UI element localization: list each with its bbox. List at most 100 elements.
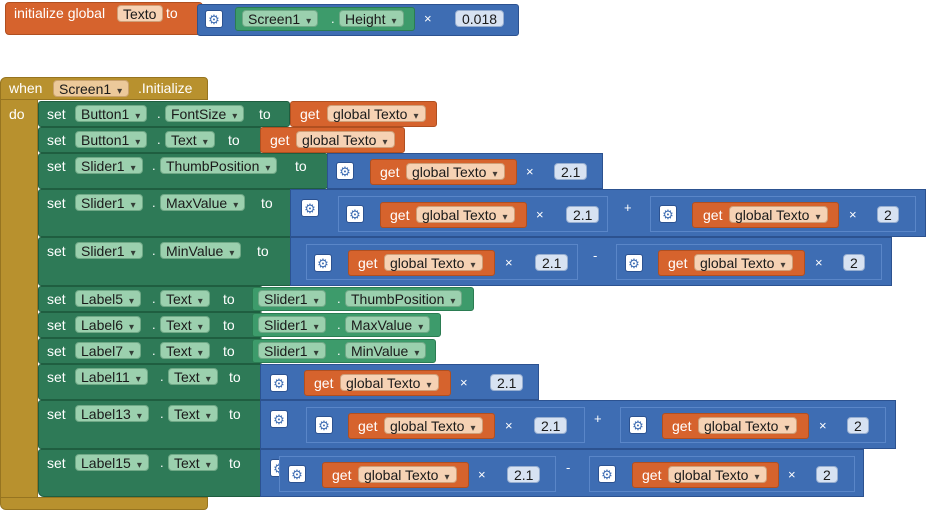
property-dropdown[interactable]: Text — [160, 290, 210, 307]
component-dropdown[interactable]: Slider1 — [75, 157, 143, 174]
property-dropdown[interactable]: Text — [168, 454, 218, 471]
src-property-dropdown[interactable]: MinValue — [345, 342, 427, 359]
component-dropdown[interactable]: Slider1 — [75, 194, 143, 211]
src-component-dropdown[interactable]: Slider1 — [258, 316, 326, 333]
get-label: get — [358, 418, 378, 434]
number-field[interactable]: 2.1 — [490, 374, 524, 391]
src-component-dropdown[interactable]: Slider1 — [258, 290, 326, 307]
get-label: get — [668, 255, 688, 271]
src-property-dropdown[interactable]: ThumbPosition — [345, 290, 463, 307]
gear-icon[interactable]: ⚙ — [205, 10, 223, 28]
to-label: to — [259, 106, 271, 122]
property-dot: . — [160, 369, 164, 384]
component-dropdown[interactable]: Label13 — [75, 405, 149, 422]
component-dropdown[interactable]: Label6 — [75, 316, 142, 333]
gear-icon[interactable]: ⚙ — [336, 162, 354, 180]
variable-dropdown[interactable]: global Texto — [668, 466, 767, 483]
set-label: set — [47, 132, 66, 148]
number-field[interactable]: 0.018 — [455, 10, 505, 27]
global-var-name-field[interactable]: Texto — [117, 5, 164, 22]
gear-icon[interactable]: ⚙ — [629, 416, 647, 434]
number-field[interactable]: 2.1 — [507, 466, 541, 483]
variable-dropdown[interactable]: global Texto — [698, 417, 797, 434]
multiply-operator: × — [819, 418, 827, 433]
multiply-operator: × — [505, 255, 513, 270]
event-when-label: when — [9, 80, 43, 96]
event-component-dropdown[interactable]: Screen1 — [53, 80, 130, 97]
property-dot: . — [160, 455, 164, 470]
gear-icon[interactable]: ⚙ — [314, 254, 332, 272]
property-dot: . — [337, 291, 341, 306]
number-field[interactable]: 2.1 — [535, 254, 569, 271]
variable-dropdown[interactable]: global Texto — [416, 206, 515, 223]
multiply-operator: × — [478, 467, 486, 482]
gear-icon[interactable]: ⚙ — [270, 374, 288, 392]
property-dropdown[interactable]: MaxValue — [160, 194, 246, 211]
number-field[interactable]: 2 — [843, 254, 865, 271]
event-name-label: .Initialize — [138, 80, 193, 96]
component-dropdown[interactable]: Label5 — [75, 290, 142, 307]
add-operator: + — [594, 411, 602, 426]
number-field[interactable]: 2.1 — [534, 417, 568, 434]
number-field[interactable]: 2 — [847, 417, 869, 434]
get-label: get — [390, 207, 410, 223]
multiply-operator: × — [424, 11, 432, 26]
property-dot: . — [152, 291, 156, 306]
global-init-block[interactable] — [5, 2, 203, 35]
gear-icon[interactable]: ⚙ — [270, 410, 288, 428]
subtract-operator: - — [566, 460, 571, 475]
to-label: to — [223, 291, 235, 307]
property-dropdown[interactable]: Text — [165, 131, 215, 148]
variable-dropdown[interactable]: global Texto — [384, 417, 483, 434]
gear-icon[interactable]: ⚙ — [598, 465, 616, 483]
variable-dropdown[interactable]: global Texto — [327, 105, 426, 122]
property-dropdown[interactable]: FontSize — [165, 105, 245, 122]
component-dropdown[interactable]: Button1 — [75, 131, 148, 148]
property-dropdown[interactable]: Text — [160, 316, 210, 333]
get-label: get — [270, 132, 290, 148]
number-field[interactable]: 2.1 — [566, 206, 600, 223]
property-dropdown[interactable]: Text — [168, 368, 218, 385]
gear-icon[interactable]: ⚙ — [301, 199, 319, 217]
component-dropdown[interactable]: Screen1 — [242, 10, 319, 27]
number-field[interactable]: 2.1 — [554, 163, 588, 180]
get-label: get — [300, 106, 320, 122]
variable-dropdown[interactable]: global Texto — [729, 206, 828, 223]
number-field[interactable]: 2 — [816, 466, 838, 483]
component-dropdown[interactable]: Button1 — [75, 105, 148, 122]
src-component-dropdown[interactable]: Slider1 — [258, 342, 326, 359]
multiply-operator: × — [526, 164, 534, 179]
variable-dropdown[interactable]: global Texto — [694, 254, 793, 271]
property-dropdown[interactable]: ThumbPosition — [160, 157, 278, 174]
gear-icon[interactable]: ⚙ — [315, 416, 333, 434]
add-operator: + — [624, 200, 632, 215]
component-dropdown[interactable]: Label11 — [75, 368, 148, 385]
variable-dropdown[interactable]: global Texto — [384, 254, 483, 271]
variable-dropdown[interactable]: global Texto — [340, 374, 439, 391]
component-dropdown[interactable]: Slider1 — [75, 242, 143, 259]
to-label: to — [229, 369, 241, 385]
global-init-to: to — [166, 5, 178, 21]
multiply-operator: × — [788, 467, 796, 482]
property-dropdown[interactable]: Text — [168, 405, 218, 422]
property-dropdown[interactable]: MinValue — [160, 242, 242, 259]
multiply-operator: × — [536, 207, 544, 222]
variable-dropdown[interactable]: global Texto — [296, 131, 395, 148]
event-do-label: do — [9, 106, 25, 122]
property-dropdown[interactable]: Height — [339, 10, 404, 27]
gear-icon[interactable]: ⚙ — [288, 465, 306, 483]
component-dropdown[interactable]: Label15 — [75, 454, 149, 471]
set-label: set — [47, 455, 66, 471]
variable-dropdown[interactable]: global Texto — [358, 466, 457, 483]
gear-icon[interactable]: ⚙ — [625, 254, 643, 272]
gear-icon[interactable]: ⚙ — [659, 205, 677, 223]
number-field[interactable]: 2 — [877, 206, 899, 223]
set-label: set — [47, 195, 66, 211]
property-dropdown[interactable]: Text — [160, 342, 210, 359]
component-dropdown[interactable]: Label7 — [75, 342, 142, 359]
variable-dropdown[interactable]: global Texto — [406, 163, 505, 180]
src-property-dropdown[interactable]: MaxValue — [345, 316, 431, 333]
property-dot: . — [331, 11, 335, 26]
property-dot: . — [152, 343, 156, 358]
gear-icon[interactable]: ⚙ — [346, 205, 364, 223]
